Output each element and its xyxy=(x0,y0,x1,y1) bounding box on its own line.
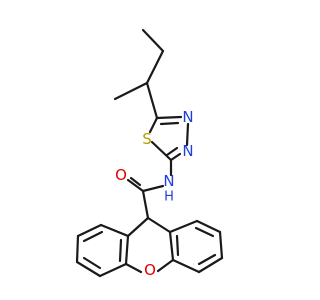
bond-c2-s1 xyxy=(150,140,173,162)
amide-n-label: N xyxy=(163,172,174,190)
xanthene-o-label: O xyxy=(144,261,156,279)
rb-d2 xyxy=(197,253,217,266)
bond-c3-ring xyxy=(145,81,159,120)
rb-6 xyxy=(168,230,175,262)
lb-2 xyxy=(76,223,103,238)
bond-c5-n4 xyxy=(155,115,183,120)
bond-c9-right-ring xyxy=(146,216,172,234)
lb-d1 xyxy=(82,230,104,243)
bond-c1-c2 xyxy=(141,28,165,53)
bond-carbonyl-c9 xyxy=(141,189,150,220)
rb-5 xyxy=(171,258,201,274)
atom-labels: S N N N H O O xyxy=(115,108,194,279)
lb-5 xyxy=(98,262,128,278)
bond-c3-methyl xyxy=(113,81,149,101)
rb-3 xyxy=(218,230,224,260)
bond-c9-left-ring xyxy=(126,216,150,238)
amide-h-label: H xyxy=(164,190,174,205)
bond-nh-carbonyl xyxy=(141,184,165,193)
lb-3 xyxy=(75,234,80,264)
lb-4 xyxy=(75,260,102,278)
bond-s1-c5 xyxy=(148,116,159,134)
bond-carbonyl-o-double xyxy=(129,176,142,187)
rb-1 xyxy=(168,219,199,234)
carbonyl-o-label: O xyxy=(115,166,127,184)
thiadiazole-n4-label: N xyxy=(182,108,193,126)
bond-n4-n3 xyxy=(185,122,190,147)
left-benzene-ring xyxy=(75,223,130,278)
rb-2 xyxy=(195,219,222,234)
sulfur-label: S xyxy=(142,130,152,148)
right-benzene-ring xyxy=(168,219,224,274)
bond-carbonyl-o xyxy=(126,178,145,193)
bond-o-right-ring xyxy=(156,258,175,273)
bond-c2-c3 xyxy=(145,49,165,85)
rb-d1 xyxy=(194,226,215,238)
thiadiazole-n3-label: N xyxy=(182,142,193,160)
bond-left-ring-o xyxy=(124,262,143,274)
rb-4 xyxy=(197,256,224,274)
molecule-svg: S N N N H O O xyxy=(75,28,224,279)
bond-n3-c2 xyxy=(169,152,182,162)
lb-d2 xyxy=(82,256,102,270)
bond-c5-n4-double xyxy=(159,121,180,126)
xanthene-core xyxy=(126,216,172,238)
lb-d3 xyxy=(118,238,123,263)
rb-d3 xyxy=(175,234,180,257)
thiadiazole-ring xyxy=(148,115,190,162)
molecule-structure-diagram: S N N N H O O xyxy=(75,28,224,279)
lb-1 xyxy=(99,223,130,238)
amide-linkage xyxy=(126,158,173,220)
lb-6 xyxy=(124,234,130,266)
bond-n3-c2-double xyxy=(165,146,179,157)
pentyl-chain xyxy=(113,28,165,120)
pyran-ring-oxygen-bonds xyxy=(124,258,175,274)
